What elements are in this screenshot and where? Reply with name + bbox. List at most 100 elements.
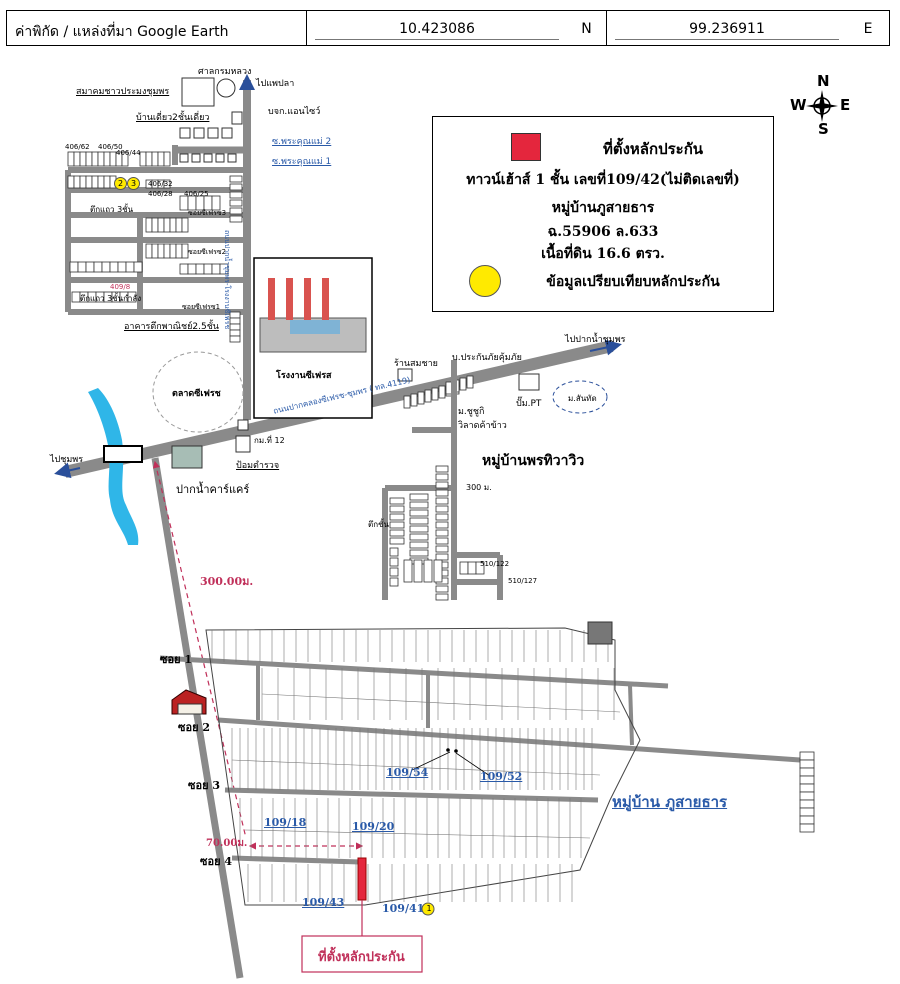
building-block xyxy=(79,151,87,167)
shop-building xyxy=(397,368,413,382)
building-block xyxy=(151,151,159,167)
label-single-house: บ้านเดี่ยว2ชั้นเดี่ยว xyxy=(136,113,210,123)
legend-box: ที่ตั้งหลักประกัน ทาวน์เฮ้าส์ 1 ชั้น เลข… xyxy=(432,116,774,312)
label-commercial-building: อาคารตึกพาณิชย์2.5ชั้น xyxy=(124,322,219,332)
building-block xyxy=(163,151,171,167)
building-block xyxy=(409,517,429,525)
building-block xyxy=(435,465,449,473)
label-collateral-box: ที่ตั้งหลักประกัน xyxy=(318,950,405,965)
building-block xyxy=(799,815,815,825)
building-block xyxy=(145,217,153,233)
building-block xyxy=(103,151,111,167)
building-block xyxy=(435,521,449,529)
building-block xyxy=(389,521,405,529)
building-block xyxy=(435,481,449,489)
building-block xyxy=(409,509,429,517)
building-block xyxy=(229,183,243,191)
label-109-52: 109/52 xyxy=(480,770,523,783)
building-block xyxy=(133,261,143,273)
label-70m: 70.00ม. xyxy=(206,838,248,849)
building-block xyxy=(157,217,165,233)
building-block xyxy=(151,243,159,259)
building-block xyxy=(101,261,111,273)
building-block xyxy=(435,545,449,553)
comparable-marker-3: 3 xyxy=(127,177,140,190)
building-block xyxy=(125,261,135,273)
latitude-value: 10.423086 xyxy=(307,11,567,45)
building-block xyxy=(799,751,815,761)
building-block xyxy=(67,175,75,189)
label-company: บจก.แอนไซว์ xyxy=(268,107,321,117)
building-block xyxy=(121,151,129,167)
building-block xyxy=(203,263,213,275)
building-block xyxy=(389,529,405,537)
building-block xyxy=(424,389,432,403)
label-mu-sukiti: ม.ชูชูกิ xyxy=(458,407,485,417)
label-109-54: 109/54 xyxy=(386,766,429,779)
building-block xyxy=(181,243,189,259)
label-shophouse: ตึกแถว 3ชั้น xyxy=(90,205,134,214)
label-lane-3: ซอย 3 xyxy=(188,779,221,792)
building-block xyxy=(91,175,99,189)
legend-area: เนื้อที่ดิน 16.6 ตรว. xyxy=(541,246,665,262)
building-block xyxy=(799,767,815,777)
label-300m: 300.00ม. xyxy=(200,575,254,588)
label-association: สมาคมชาวประมงชุมพร xyxy=(76,87,170,97)
building-block xyxy=(103,175,111,189)
collateral-callout-box xyxy=(301,935,423,973)
compass-rose: N S E W xyxy=(790,72,854,138)
building-block xyxy=(169,217,177,233)
building-block xyxy=(175,243,183,259)
building-block xyxy=(433,559,443,583)
building-block xyxy=(799,783,815,793)
building-block xyxy=(799,759,815,769)
building-block xyxy=(85,261,95,273)
building-block xyxy=(73,175,81,189)
access-road xyxy=(151,457,244,979)
building-block xyxy=(799,823,815,833)
building-block xyxy=(389,547,399,557)
right-plots xyxy=(799,751,815,833)
building-block xyxy=(389,505,405,513)
building-block xyxy=(438,385,446,399)
building-block xyxy=(435,497,449,505)
label-lane-4: ซอย 4 xyxy=(200,855,233,868)
building-block xyxy=(169,243,177,259)
label-km-12: กม.ที่ 12 xyxy=(254,436,285,445)
label-village-phon: หมู่บ้านพรทิวาวิว xyxy=(482,453,585,469)
comparable-marker-2: 2 xyxy=(114,177,127,190)
label-406-28: 406/28 xyxy=(148,190,173,198)
collateral-swatch xyxy=(511,133,541,161)
label-300m-right: 300 ม. xyxy=(466,483,492,492)
building-block xyxy=(423,559,433,583)
building-block xyxy=(403,559,413,583)
building-block xyxy=(181,217,189,233)
building-block xyxy=(187,263,197,275)
building-block xyxy=(389,497,405,505)
factory-icon xyxy=(259,278,367,353)
coordinate-bar: ค่าพิกัด / แหล่งที่มา Google Earth 10.42… xyxy=(6,10,890,46)
label-109-18: 109/18 xyxy=(264,816,307,829)
building-block xyxy=(211,263,221,275)
building-block xyxy=(67,151,75,167)
building-block xyxy=(799,807,815,817)
label-vertical-road: ถนนปากน้ำชุมพร-โรงงานซีเฟรช xyxy=(223,230,231,330)
building-block xyxy=(219,263,229,275)
label-409-8: 409/8 xyxy=(110,283,131,291)
label-shophouse-2: ตึกแถว 3ชั้นกำลัง xyxy=(80,294,142,303)
label-mu-santhat: ม.สันทัด xyxy=(568,394,597,403)
label-shrine: ศาลกรมหลวง xyxy=(198,67,252,77)
comparable-marker-1 xyxy=(421,902,435,916)
building-block xyxy=(71,291,81,303)
building-block xyxy=(466,375,474,389)
label-carcare: ปากน้ำคาร์แคร์ xyxy=(176,483,250,496)
carcare-icon xyxy=(171,445,203,469)
building-block xyxy=(229,329,241,337)
building-block xyxy=(229,191,243,199)
latitude-direction: N xyxy=(567,11,607,45)
label-to-chumphon: ไปชุมพร xyxy=(50,455,84,465)
building-block xyxy=(163,179,171,189)
compass-icon xyxy=(806,90,838,122)
building-block xyxy=(145,243,153,259)
